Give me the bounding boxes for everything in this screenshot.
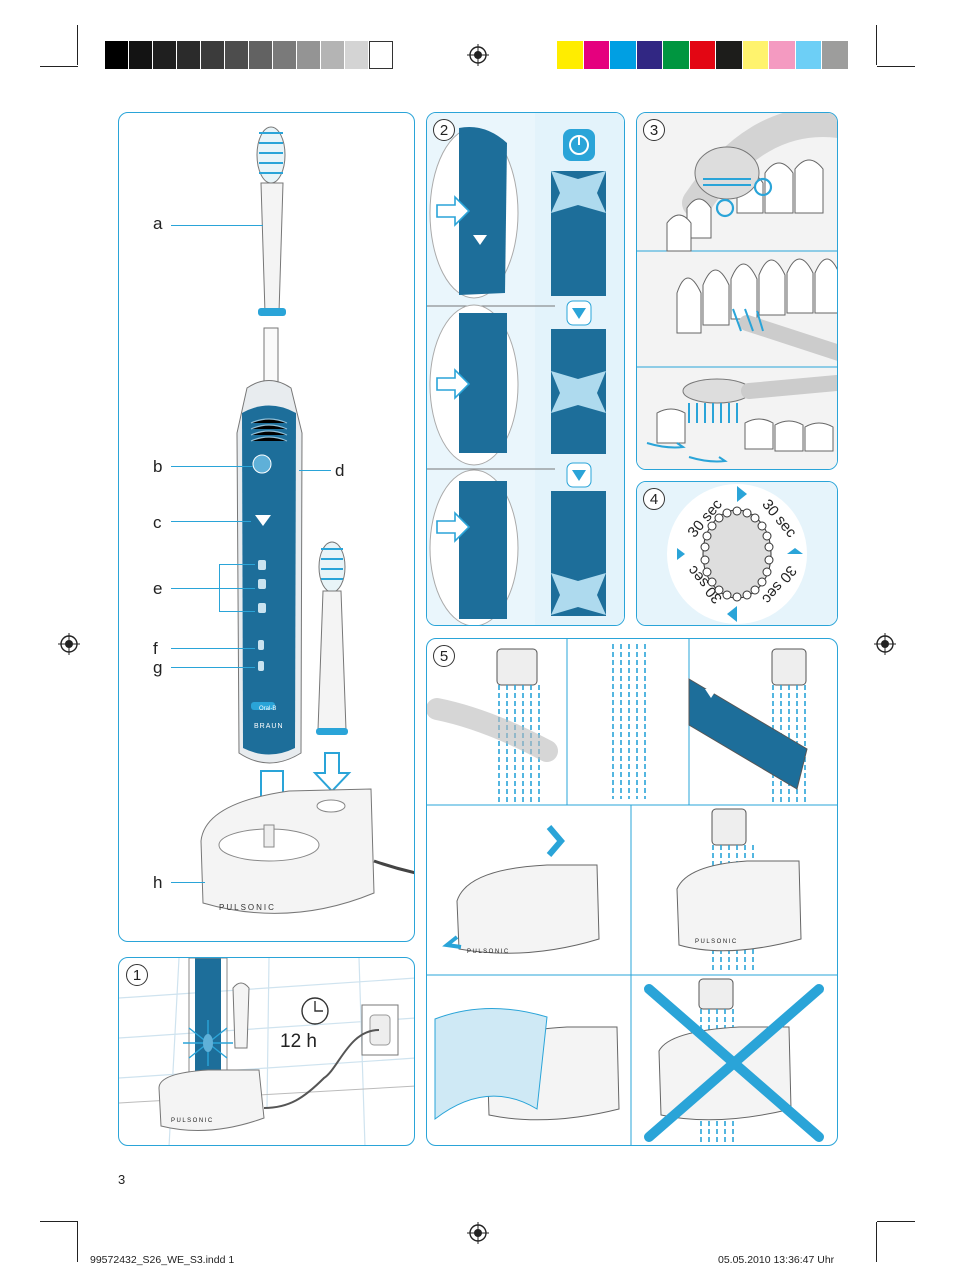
registration-mark-icon [467,44,489,66]
label-e: e [153,579,163,598]
leader-line [219,564,255,566]
page-number: 3 [118,1172,126,1187]
color-swatch [345,41,369,69]
registration-mark-icon [874,633,896,655]
panel-number: 1 [126,964,148,986]
crop-mark [877,1221,915,1222]
cleaning-illustration [427,639,837,1145]
toothbrush-parts-illustration [200,126,414,914]
panel-number: 5 [433,645,455,667]
color-swatch [663,41,690,69]
panel-2-modes: 2 [426,112,625,626]
leader-line [171,225,263,227]
label-c: c [153,513,162,532]
leader-line [171,588,219,590]
color-swatch [610,41,637,69]
leader-line [171,521,251,523]
color-swatch [201,41,225,69]
panel-number: 4 [643,488,665,510]
brush-head-a [256,126,286,316]
leader-line [171,667,255,669]
label-a: a [153,214,163,233]
color-swatch [105,41,129,69]
registration-mark-icon [467,1222,489,1244]
panel-number: 3 [643,119,665,141]
leader-line [171,466,253,468]
charger-base [200,788,414,914]
color-swatch [225,41,249,69]
color-swatch [369,41,393,69]
color-swatch [273,41,297,69]
handle-brand: BRAUN [254,723,284,730]
base-brand: PULSONIC [219,903,276,912]
parts-panel: a b d c e f g h Oral-B BRAUN PULSONIC [118,112,415,942]
color-swatch [769,41,796,69]
color-swatch [297,41,321,69]
color-swatch [321,41,345,69]
crop-mark [77,1222,78,1262]
panel-5-cleaning: 5 PULSONIC PULSONIC [426,638,838,1146]
crop-mark [40,66,78,67]
leader-line [219,588,255,590]
label-d: d [335,461,345,480]
leader-line [171,648,255,650]
charging-illustration [119,958,414,1145]
color-swatch [742,41,769,69]
footer-filename: 99572432_S26_WE_S3.indd 1 [90,1254,235,1266]
label-h: h [153,873,163,892]
charge-time-label: 12 h [280,1031,317,1052]
crop-mark [40,1221,78,1222]
leader-line [299,470,331,472]
label-f: f [153,639,158,658]
base-brand: PULSONIC [695,939,738,945]
footer-timestamp: 05.05.2010 13:36:47 Uhr [718,1254,835,1266]
crop-mark [877,66,915,67]
label-b: b [153,457,163,476]
panel-1-charging: 1 12 h PULSONIC [118,957,415,1146]
color-swatch [249,41,273,69]
base-brand: PULSONIC [467,949,510,955]
color-swatch [129,41,153,69]
label-g: g [153,658,163,677]
brush-head-spare [316,541,348,735]
mode-selection-illustration [427,113,624,625]
quadrant-timer-illustration [637,482,837,625]
leader-line [171,882,205,884]
leader-line [219,611,255,613]
registration-mark-icon [58,633,80,655]
color-swatch [716,41,743,69]
color-swatch [689,41,716,69]
handle-logo: Oral-B [259,706,277,712]
color-swatch [583,41,610,69]
panel-number: 2 [433,119,455,141]
base-brand: PULSONIC [171,1118,214,1124]
crop-mark [876,25,877,65]
color-swatch [557,41,584,69]
crop-mark [77,25,78,65]
color-swatch [177,41,201,69]
crop-mark [876,1222,877,1262]
panel-3-technique: 3 [636,112,838,470]
brushing-technique-illustration [637,113,837,469]
color-swatch [153,41,177,69]
color-swatch [795,41,822,69]
panel-4-quadrant-timer: 4 30 sec 30 sec 30 sec 30 sec [636,481,838,626]
color-swatch [636,41,663,69]
color-swatch [822,41,849,69]
